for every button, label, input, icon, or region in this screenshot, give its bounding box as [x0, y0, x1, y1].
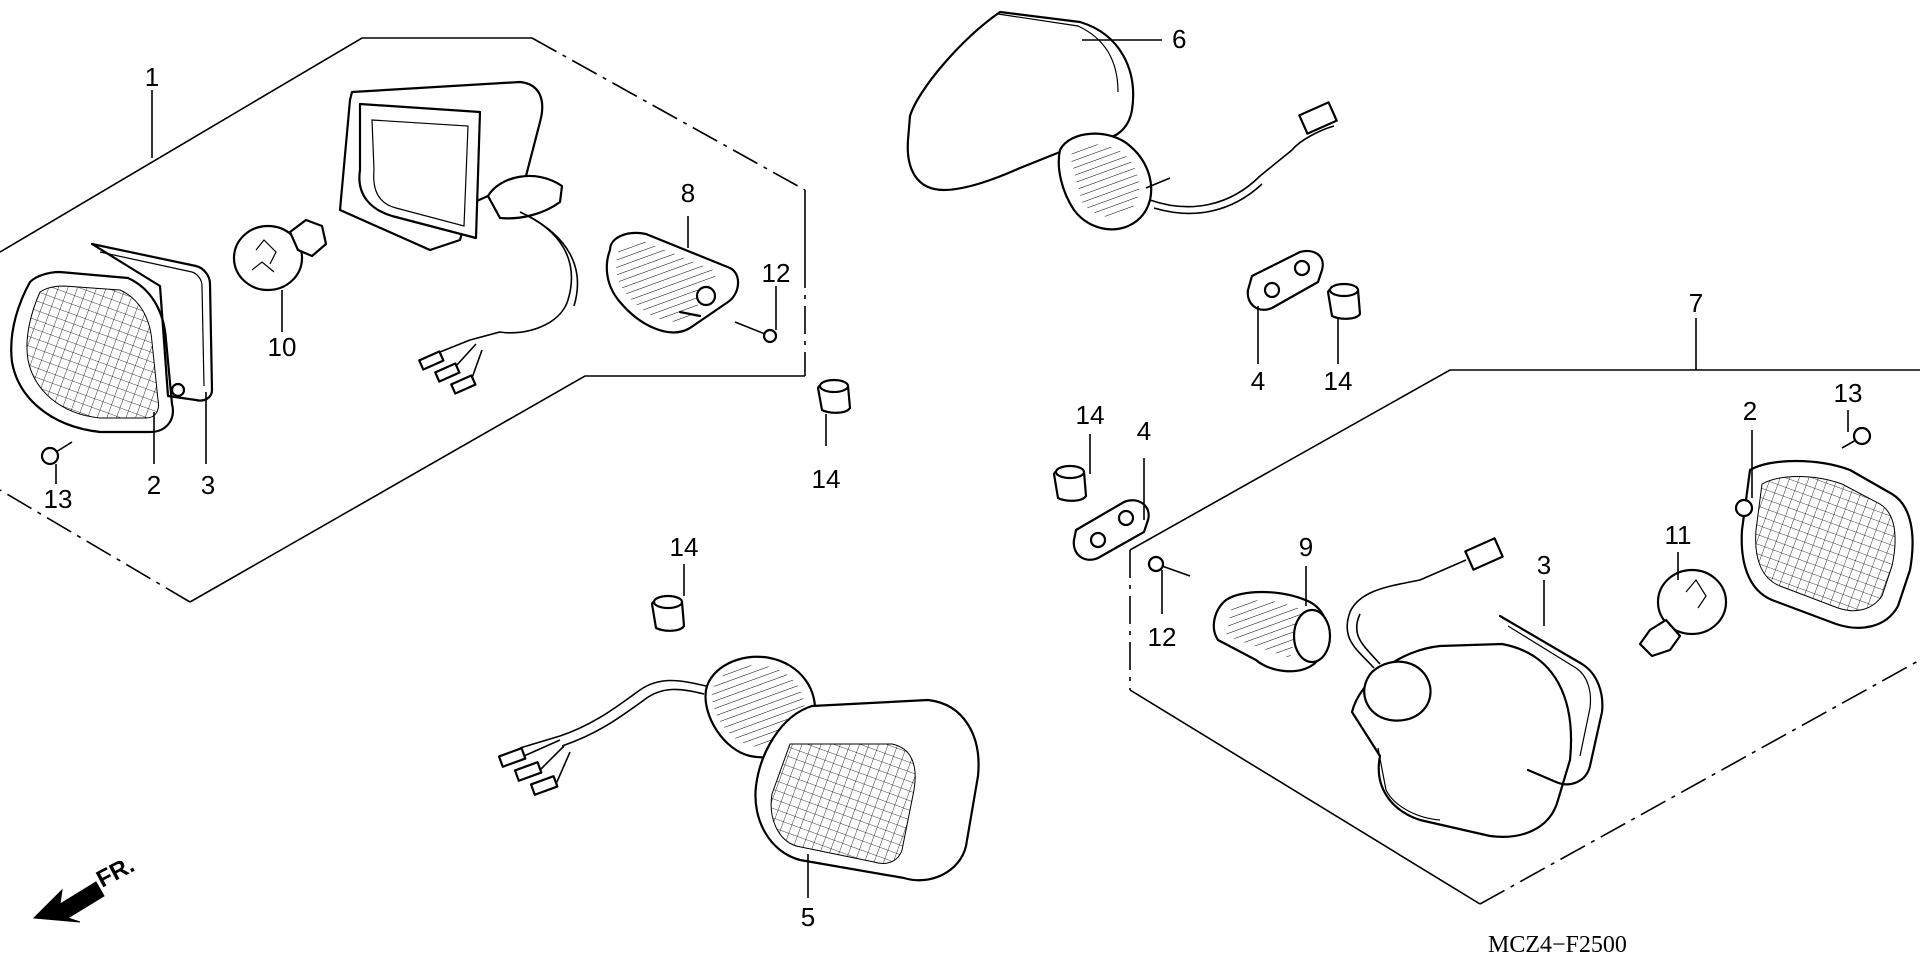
nut-14-upper	[1326, 282, 1362, 320]
screw-13-left	[40, 441, 73, 466]
screw-13-right	[1841, 426, 1872, 449]
callout-10: 10	[268, 332, 297, 362]
plate-4-upper	[1246, 249, 1324, 311]
callout-14-left: 14	[812, 464, 841, 494]
housing-right	[1346, 537, 1573, 838]
housing-front-left	[338, 80, 579, 395]
front-direction-arrow: FR.	[32, 851, 139, 923]
screw-12-right	[1147, 555, 1191, 577]
callout-3-left: 3	[201, 470, 215, 500]
callout-14-center: 14	[670, 532, 699, 562]
plate-4-lower	[1072, 499, 1150, 561]
callout-14-right: 14	[1076, 400, 1105, 430]
gasket-front-left	[90, 242, 214, 402]
callout-4-lower: 4	[1137, 416, 1151, 446]
socket-9	[1212, 590, 1332, 673]
nut-14-right	[1052, 464, 1088, 502]
nut-14-left	[816, 378, 852, 414]
socket-front-left	[605, 231, 740, 334]
callout-7: 7	[1689, 288, 1703, 318]
gasket-3-right	[1498, 614, 1604, 786]
callout-14-upper: 14	[1324, 366, 1353, 396]
group-outline-rear-right	[1129, 369, 1920, 905]
drawing-code: MCZ4−F2500	[1488, 932, 1627, 958]
callout-12-left: 12	[762, 258, 791, 288]
callout-2-left: 2	[147, 470, 161, 500]
callout-1: 1	[145, 62, 159, 92]
bulb-front-left	[232, 218, 328, 292]
callout-9: 9	[1299, 532, 1313, 562]
callout-12-right: 12	[1148, 622, 1177, 652]
callout-8: 8	[681, 178, 695, 208]
callout-3-right: 3	[1537, 550, 1551, 580]
signal-6	[906, 10, 1338, 231]
bulb-11	[1638, 568, 1728, 658]
callout-5: 5	[801, 902, 815, 932]
callout-numbers: 1 2 3 13 10 8 12 14 6 4 14 7 14 4 2 13 1…	[44, 24, 1863, 932]
leader-lines	[55, 39, 1849, 898]
lens-2-right	[1734, 459, 1914, 629]
callout-13-left: 13	[44, 484, 73, 514]
screw-12-left	[734, 321, 778, 344]
callout-11: 11	[1665, 520, 1692, 550]
lens-front-left	[10, 270, 174, 434]
signal-5	[497, 655, 980, 882]
nut-14-center	[650, 594, 686, 632]
callout-13-right: 13	[1834, 378, 1863, 408]
callout-6: 6	[1172, 24, 1186, 54]
group-outline-front-left	[0, 37, 806, 603]
callout-2-right: 2	[1743, 396, 1757, 426]
callout-4-upper: 4	[1251, 366, 1265, 396]
